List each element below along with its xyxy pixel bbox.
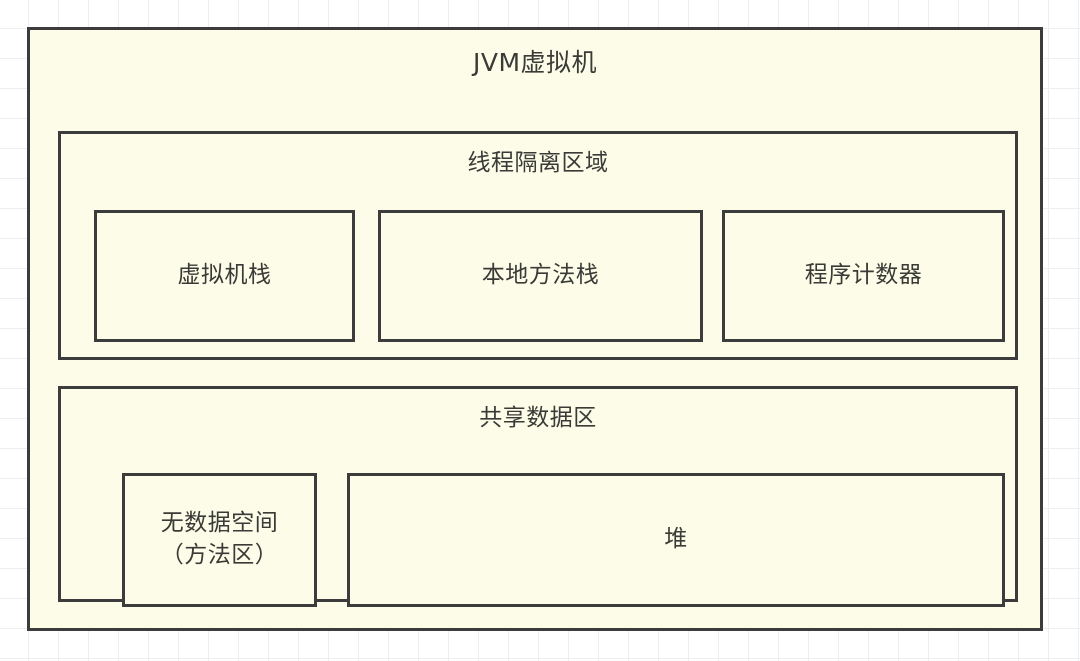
section-shared-data: 共享数据区 无数据空间 （方法区） 堆 (58, 386, 1018, 607)
box-pc-register: 程序计数器 (722, 210, 1005, 342)
section-shared-data-title: 共享数据区 (479, 405, 597, 431)
box-native-method-stack: 本地方法栈 (378, 210, 703, 342)
box-vm-stack-label: 虚拟机栈 (177, 262, 272, 289)
section-thread-isolated: 线程隔离区域 虚拟机栈 本地方法栈 程序计数器 (58, 131, 1018, 360)
box-heap-label: 堆 (664, 526, 688, 553)
jvm-container: JVM虚拟机 线程隔离区域 虚拟机栈 本地方法栈 程序计数器 共享数据区 无数据… (27, 27, 1043, 631)
box-vm-stack: 虚拟机栈 (94, 210, 355, 342)
section-thread-isolated-title: 线程隔离区域 (467, 150, 609, 176)
box-heap: 堆 (347, 473, 1005, 607)
box-pc-register-label: 程序计数器 (804, 262, 923, 289)
box-method-area: 无数据空间 （方法区） (122, 473, 317, 607)
diagram-title: JVM虚拟机 (472, 48, 598, 77)
box-method-area-label: 无数据空间 （方法区） (160, 510, 279, 568)
box-native-method-stack-label: 本地方法栈 (481, 262, 600, 289)
